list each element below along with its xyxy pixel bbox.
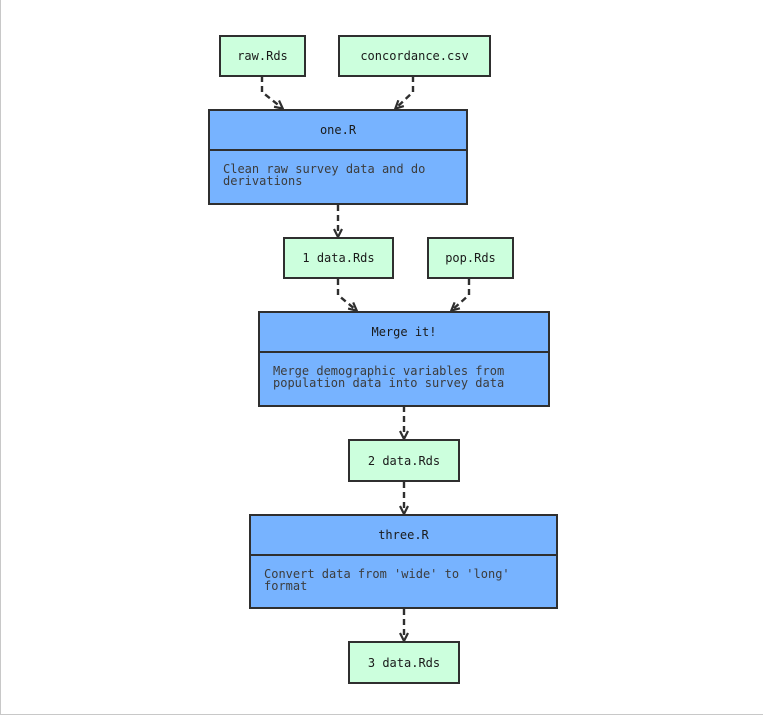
node-merge-it-title: Merge it!	[260, 313, 548, 353]
node-3-data-rds-label: 3 data.Rds	[367, 655, 441, 670]
edge-data1-to-merge	[336, 279, 356, 310]
node-merge-it-description: Merge demographic variables from populat…	[273, 364, 505, 390]
node-raw-rds[interactable]: raw.Rds	[219, 35, 306, 77]
node-one-r[interactable]: one.R Clean raw survey data and do deriv…	[208, 109, 468, 205]
node-pop-rds-label: pop.Rds	[445, 251, 496, 265]
node-1-data-rds-label: 1 data.Rds	[302, 251, 375, 265]
node-three-r-description: Convert data from 'wide' to 'long' forma…	[264, 567, 510, 593]
node-one-r-title: one.R	[210, 111, 466, 151]
node-concordance-csv-label: concordance.csv	[360, 49, 469, 63]
node-2-data-rds-label: 2 data.Rds	[367, 453, 441, 468]
node-three-r[interactable]: three.R Convert data from 'wide' to 'lon…	[249, 514, 558, 609]
node-three-r-title: three.R	[251, 516, 556, 556]
node-1-data-rds[interactable]: 1 data.Rds	[283, 237, 394, 279]
node-raw-rds-label: raw.Rds	[237, 49, 288, 63]
node-concordance-csv[interactable]: concordance.csv	[338, 35, 491, 77]
node-2-data-rds[interactable]: 2 data.Rds	[348, 439, 460, 482]
node-merge-it[interactable]: Merge it! Merge demographic variables fr…	[258, 311, 550, 407]
node-one-r-description: Clean raw survey data and do derivations	[223, 162, 426, 188]
edge-concordance-to-one	[396, 76, 415, 108]
node-pop-rds[interactable]: pop.Rds	[427, 237, 514, 279]
edge-raw-to-one	[260, 76, 282, 108]
node-3-data-rds[interactable]: 3 data.Rds	[348, 641, 460, 684]
edge-pop-to-merge	[452, 279, 471, 310]
